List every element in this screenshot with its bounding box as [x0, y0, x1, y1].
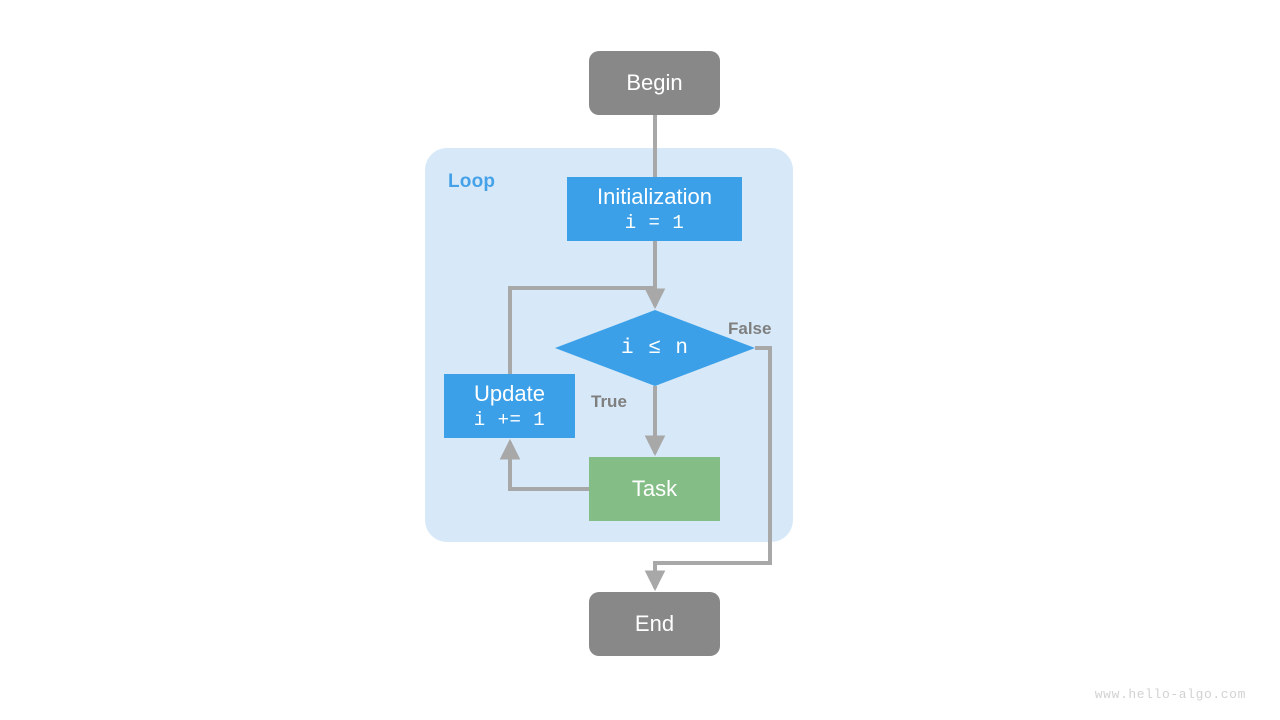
node-update-label: Update	[474, 380, 545, 406]
node-condition-label: i ≤ n	[620, 336, 689, 360]
node-update-code: i += 1	[473, 408, 546, 431]
watermark: www.hello-algo.com	[1094, 687, 1246, 702]
node-initialization-code: i = 1	[624, 211, 685, 234]
node-begin[interactable]: Begin	[589, 51, 720, 115]
node-task[interactable]: Task	[589, 457, 720, 521]
node-end[interactable]: End	[589, 592, 720, 656]
node-task-label: Task	[631, 476, 678, 502]
loop-container-label: Loop	[448, 171, 496, 192]
node-update[interactable]: Update i += 1	[444, 374, 575, 438]
node-end-label: End	[634, 611, 675, 637]
edge-label-false: False	[728, 319, 772, 338]
node-condition[interactable]: i ≤ n	[555, 310, 755, 386]
node-begin-label: Begin	[626, 70, 683, 96]
edge-label-true: True	[591, 392, 627, 411]
node-initialization[interactable]: Initialization i = 1	[567, 177, 742, 241]
node-initialization-label: Initialization	[597, 183, 712, 209]
